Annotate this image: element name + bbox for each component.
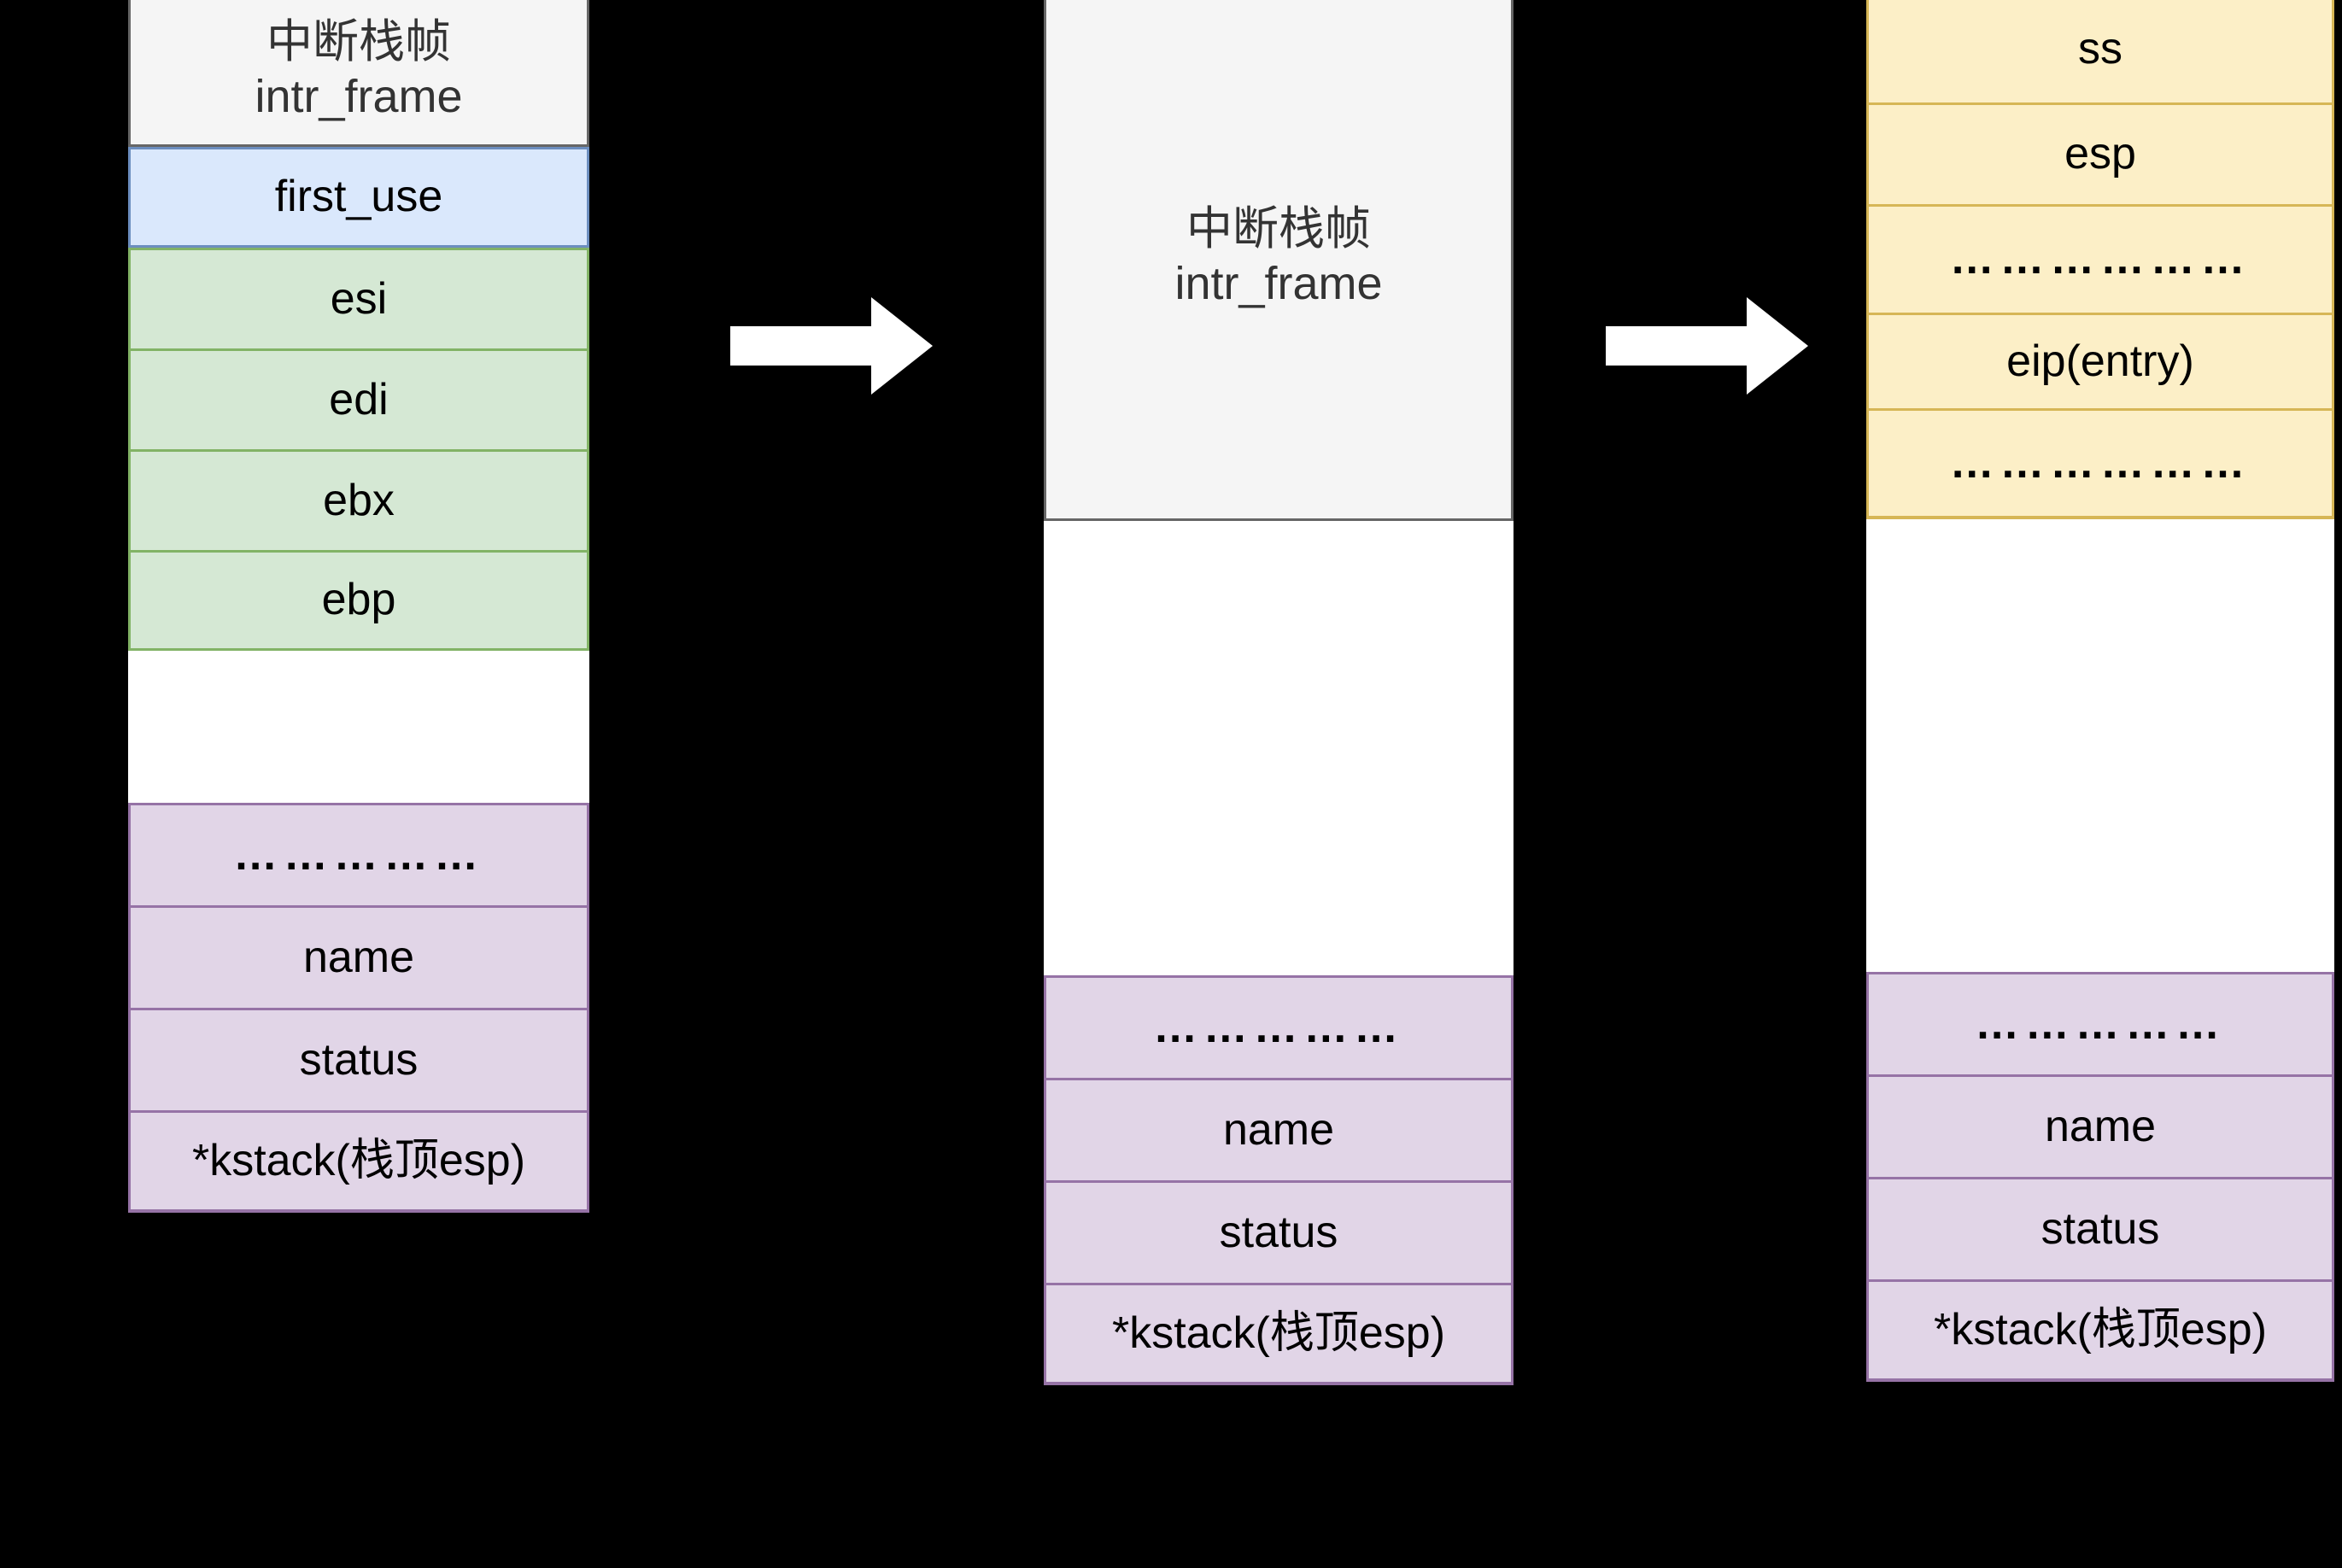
cell-stack-ss: ss [1866,0,2334,102]
cell-stack-eip-entry: eip(entry) [1866,313,2334,408]
cell-intr-frame-1: 中断栈帧 intr_frame [128,0,589,147]
intr-frame-title-en-1: intr_frame [255,71,463,122]
cell-stack-esp: esp [1866,102,2334,204]
cell-register-edi: edi [128,348,589,449]
cell-intr-frame-2: 中断栈帧 intr_frame [1044,0,1514,521]
cell-pcb-name-3: name [1866,1074,2334,1177]
cell-register-ebp: ebp [128,550,589,651]
stack-dots-lower-text: ……………… [1949,437,2251,488]
cell-pcb-name-2: name [1044,1078,1514,1180]
cell-first-use: first_use [128,147,589,248]
transition-arrow-2-icon [1584,290,1824,401]
cell-pcb-status-3: status [1866,1177,2334,1279]
intr-frame-title-cn-2: 中断栈帧 [1186,203,1371,255]
cell-register-esi: esi [128,248,589,348]
pcb-dots-text-1: …………… [233,829,484,880]
transition-arrow-1-icon [709,290,948,401]
cell-stack-dots-upper: ……………… [1866,204,2334,313]
cell-stack-dots-lower: ……………… [1866,408,2334,519]
cell-pcb-dots-2: …………… [1044,975,1514,1078]
cell-pcb-dots-1: …………… [128,803,589,905]
cell-pcb-dots-3: …………… [1866,972,2334,1074]
intr-frame-title-cn-1: 中断栈帧 [266,16,451,68]
cell-free-space-1 [128,651,589,803]
cell-pcb-kstack-3: *kstack(栈顶esp) [1866,1279,2334,1382]
stack-column-stage-1: 中断栈帧 intr_frame first_use esi edi ebx eb… [128,0,589,1213]
cell-free-space-3 [1866,519,2334,972]
cell-pcb-status-1: status [128,1008,589,1110]
cell-pcb-name-1: name [128,905,589,1008]
stack-column-stage-3: ss esp ……………… eip(entry) ……………… …………… na… [1866,0,2334,1382]
cell-pcb-kstack-2: *kstack(栈顶esp) [1044,1283,1514,1385]
pcb-dots-text-3: …………… [1975,998,2226,1049]
cell-pcb-status-2: status [1044,1180,1514,1283]
intr-frame-title-en-2: intr_frame [1174,258,1383,309]
stack-column-stage-2: 中断栈帧 intr_frame …………… name status *kstac… [1044,0,1514,1385]
cell-pcb-kstack-1: *kstack(栈顶esp) [128,1110,589,1213]
cell-register-ebx: ebx [128,449,589,550]
stack-dots-upper-text: ……………… [1949,234,2251,284]
pcb-dots-text-2: …………… [1153,1002,1404,1052]
cell-free-space-2 [1044,521,1514,975]
